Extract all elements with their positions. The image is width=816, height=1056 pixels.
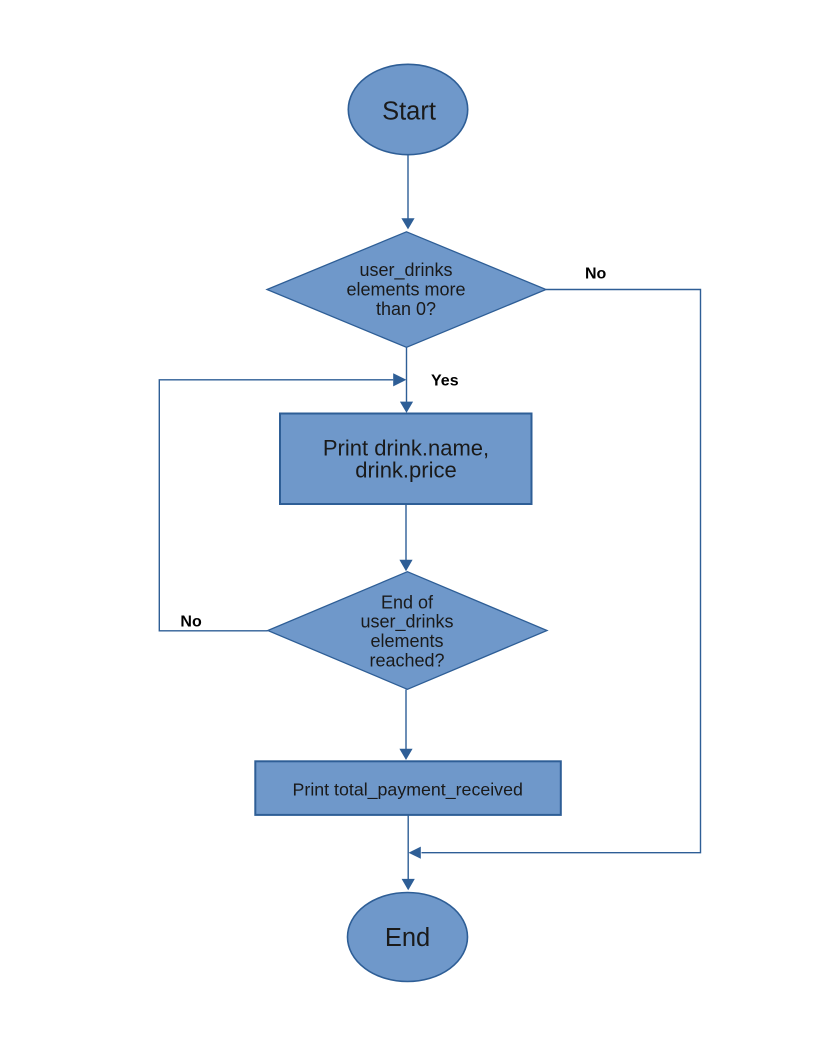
svg-text:reached?: reached? (369, 651, 444, 671)
svg-text:Print total_payment_received: Print total_payment_received (293, 779, 523, 800)
svg-text:End of: End of (381, 592, 434, 612)
svg-text:elements more: elements more (346, 279, 465, 299)
svg-text:elements: elements (370, 631, 443, 651)
svg-text:Print drink.name,: Print drink.name, (323, 435, 489, 460)
svg-text:End: End (385, 924, 430, 952)
svg-text:drink.price: drink.price (355, 457, 456, 482)
svg-text:user_drinks: user_drinks (360, 612, 453, 633)
svg-text:Start: Start (382, 98, 436, 126)
svg-text:user_drinks: user_drinks (359, 260, 452, 281)
svg-text:Yes: Yes (431, 373, 459, 390)
svg-text:No: No (180, 613, 202, 630)
svg-text:No: No (585, 266, 607, 283)
svg-text:than 0?: than 0? (376, 299, 436, 319)
